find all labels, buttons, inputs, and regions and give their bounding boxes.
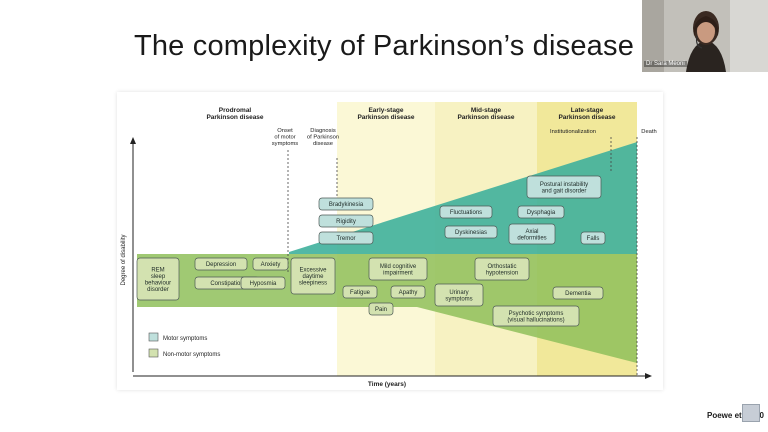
milestone-institutionalization: Institutionalization <box>550 129 596 135</box>
y-axis-arrowhead <box>130 137 136 144</box>
motor-symptom-box-rigidity <box>318 214 374 228</box>
nonmotor-symptom-label-constipation: Constipation <box>210 281 243 287</box>
legend-motor-label: Motor symptoms <box>163 336 207 342</box>
motor-symptom-box-postural-instability-and-gait-disorder <box>526 175 602 199</box>
milestone-death: Death <box>641 129 656 135</box>
legend-motor-swatch <box>148 332 159 342</box>
nonmotor-symptom-box-fatigue <box>342 285 378 299</box>
citation: Poewe et al, 20 <box>707 411 764 420</box>
nonmotor-symptom-box-orthostatic-hypotension <box>474 257 530 281</box>
legend-nonmotor-swatch <box>148 348 159 358</box>
legend-nonmotor-label: Non-motor symptoms <box>163 352 220 358</box>
motor-symptom-label-rigidity: Rigidity <box>336 219 356 225</box>
nonmotor-symptom-box-excessive-daytime-sleepiness <box>290 257 336 295</box>
nonmotor-symptom-label-pain: Pain <box>375 307 387 313</box>
nonmotor-symptom-box-anxiety <box>252 257 289 271</box>
motor-symptom-label-tremor: Tremor <box>336 236 355 242</box>
nonmotor-symptom-box-pain <box>368 302 394 316</box>
presenter-thumbnail[interactable] <box>742 404 760 422</box>
nonmotor-symptom-box-depression <box>194 257 248 271</box>
motor-symptom-box-bradykinesia <box>318 197 374 211</box>
motor-symptom-box-falls <box>580 231 606 245</box>
motor-symptom-box-tremor <box>318 231 374 245</box>
x-axis-arrowhead <box>645 373 652 379</box>
nonmotor-symptom-box-psychotic-symptoms-visual-hallucinations <box>492 305 580 327</box>
nonmotor-symptom-label-fatigue: Fatigue <box>350 290 371 296</box>
participant-name: Dr Sara Meoni <box>644 61 687 67</box>
motor-symptom-label-bradykinesia: Bradykinesia <box>329 202 364 208</box>
motor-symptom-box-dyskinesias <box>444 225 498 239</box>
nonmotor-symptom-label-psychotic-symptoms-visual-hallucinations: Psychotic symptoms(visual hallucinations… <box>507 311 564 324</box>
nonmotor-symptom-label-depression: Depression <box>206 262 236 268</box>
nonmotor-symptom-label-anxiety: Anxiety <box>261 262 281 268</box>
slide-title: The complexity of Parkinson’s disease <box>133 30 635 62</box>
nonmotor-symptom-box-mild-cognitive-impairment <box>368 257 428 281</box>
motor-symptom-label-dyskinesias: Dyskinesias <box>455 230 487 236</box>
participant-avatar <box>642 0 768 72</box>
motor-symptom-box-dysphagia <box>517 205 565 219</box>
motor-symptom-label-falls: Falls <box>587 236 600 242</box>
nonmotor-symptom-box-rem-sleep-behaviour-disorder <box>136 257 180 301</box>
motor-symptom-label-fluctuations: Fluctuations <box>450 210 482 216</box>
x-axis-label: Time (years) <box>368 381 406 388</box>
motor-symptom-box-fluctuations <box>439 205 493 219</box>
y-axis-label: Degree of disability <box>121 234 127 285</box>
nonmotor-symptom-box-urinary-symptoms <box>434 283 484 307</box>
nonmotor-symptom-label-dementia: Dementia <box>565 291 591 297</box>
participant-video-tile[interactable] <box>642 0 768 72</box>
motor-symptom-box-axial-deformities <box>508 223 556 245</box>
motor-symptom-label-dysphagia: Dysphagia <box>527 210 556 216</box>
nonmotor-symptom-box-dementia <box>552 286 604 300</box>
nonmotor-symptom-box-apathy <box>390 285 426 299</box>
nonmotor-symptom-label-apathy: Apathy <box>399 290 418 296</box>
nonmotor-symptom-label-hyposmia: Hyposmia <box>250 281 277 287</box>
nonmotor-symptom-box-hyposmia <box>240 276 286 290</box>
